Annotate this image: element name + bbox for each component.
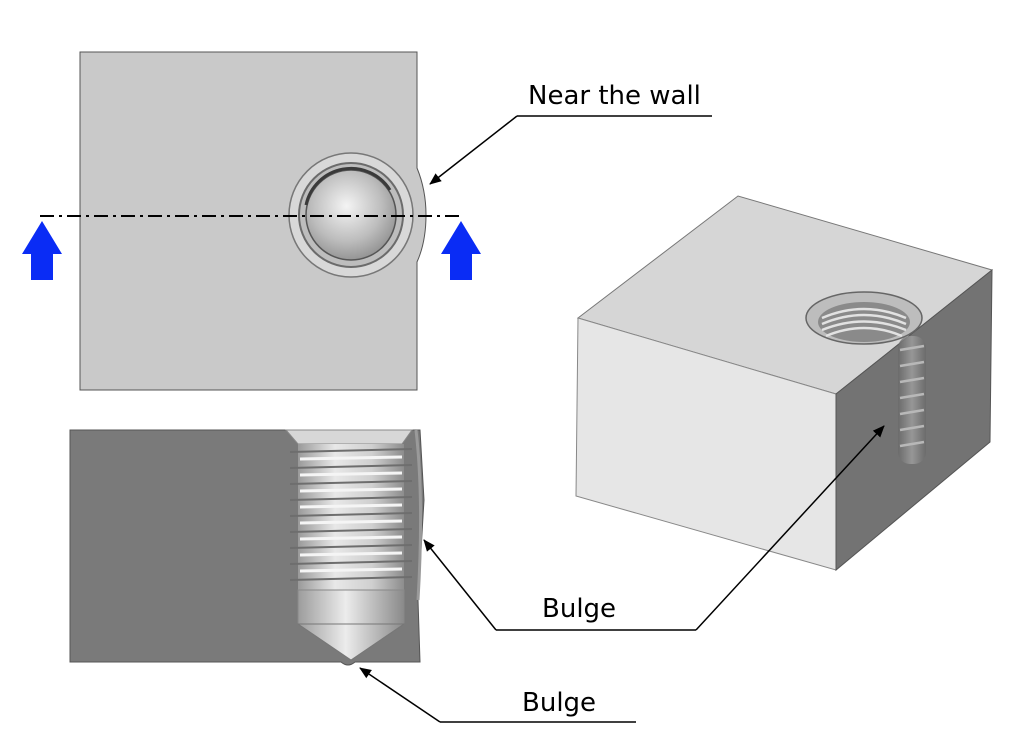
section-arrow-right-icon (441, 221, 481, 280)
top-view (22, 51, 481, 391)
thread-crests (289, 448, 413, 581)
section-arrow-left-icon (22, 221, 62, 280)
thread-highlights (299, 455, 403, 573)
section-view (69, 429, 425, 666)
leader-bulge-section (423, 539, 497, 631)
wall-bulge-edge (414, 429, 423, 601)
label-near-wall: Near the wall (528, 81, 701, 111)
leader-near-wall (429, 115, 518, 185)
iso-view (575, 195, 994, 572)
drill-shank (297, 589, 405, 625)
iso-wall-bulge (898, 336, 926, 464)
thread-start-arc (304, 167, 392, 206)
countersink (284, 429, 413, 445)
label-bulge-bottom: Bulge (522, 688, 596, 718)
drill-point (296, 623, 406, 661)
leader-bulge-bottom (359, 667, 441, 723)
callout-bulge-side: Bulge (423, 425, 885, 631)
iso-hole-threads (821, 307, 907, 338)
leader-bulge-iso (695, 425, 885, 631)
iso-bulge-ribs (899, 344, 925, 448)
label-bulge-side: Bulge (542, 594, 616, 624)
callout-near-wall: Near the wall (429, 81, 712, 185)
callout-bulge-bottom: Bulge (359, 667, 636, 723)
